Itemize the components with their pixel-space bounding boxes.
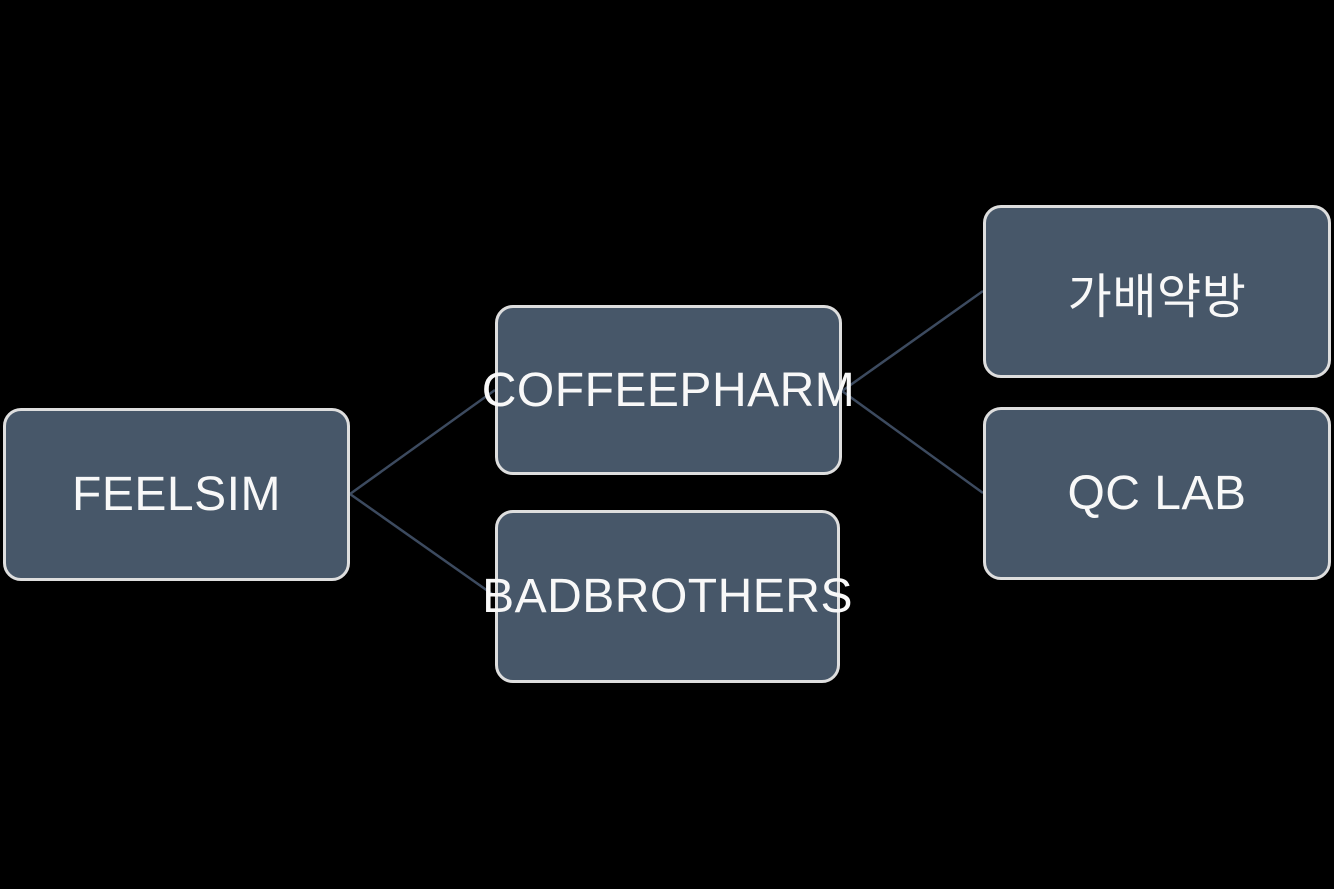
node-gabae-yakbang: 가배약방 [983, 205, 1331, 378]
node-qc-lab-label: QC LAB [1067, 467, 1247, 520]
node-feelsim-label: FEELSIM [72, 468, 281, 521]
connector-feelsim-badbrothers [349, 492, 496, 598]
connector-coffeepharm-qc-lab [841, 389, 984, 495]
connector-feelsim-coffeepharm [349, 388, 496, 496]
node-badbrothers: BADBROTHERS [482, 510, 852, 683]
node-feelsim: FEELSIM [3, 408, 350, 581]
node-qc-lab: QC LAB [983, 407, 1331, 580]
node-badbrothers-label: BADBROTHERS [482, 570, 853, 623]
node-coffeepharm: COFFEEPHARM [482, 305, 855, 475]
node-coffeepharm-label: COFFEEPHARM [481, 363, 856, 417]
node-gabae-yakbang-label: 가배약방 [1067, 270, 1247, 324]
connector-coffeepharm-gabae-yakbang [841, 289, 984, 393]
